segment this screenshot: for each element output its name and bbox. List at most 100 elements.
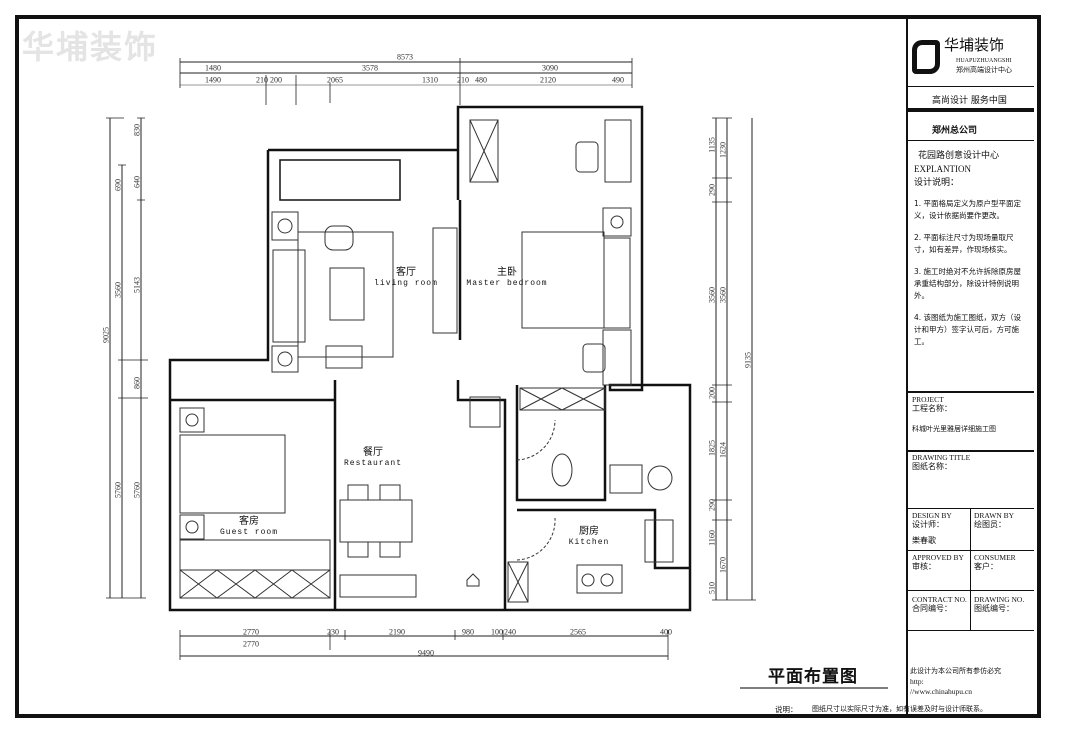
dim-left: 5760 (132, 482, 142, 498)
shoe-cabinet (339, 574, 417, 598)
tv-cabinet (432, 227, 458, 334)
dim-top: 210 (256, 75, 268, 85)
dim-bottom: 240 (504, 627, 516, 637)
drawn-by-label-en: DRAWN BY (974, 511, 1015, 520)
copyright-note: 此设计为本公司所有参仿必究 (910, 667, 1001, 675)
dim-bottom: 2565 (570, 627, 586, 637)
entrance-icon (466, 573, 480, 587)
drawing-no-label-cn: 图纸编号： (974, 604, 1014, 613)
dim-bottom: 100 (491, 627, 503, 637)
dim-right: 290 (707, 499, 717, 511)
dim-top: 1310 (422, 75, 438, 85)
plan-title: 平面布置图 (768, 667, 858, 687)
dim-bottom: 2190 (389, 627, 405, 637)
drawing-title-label-cn: 图纸名称： (912, 462, 952, 471)
dim-left: 3560 (113, 282, 123, 298)
dim-right: 1135 (707, 137, 717, 153)
wardrobe (469, 119, 499, 183)
dim-right: 3560 (707, 287, 717, 303)
guest-bed (179, 434, 286, 514)
drawing-no-label-en: DRAWING NO. (974, 595, 1025, 604)
footnote-label: 说明： (775, 705, 798, 714)
dim-top: 1490 (205, 75, 221, 85)
design-by-label-en: DESIGN BY (912, 511, 952, 520)
design-center: 花园路创意设计中心 (918, 151, 1000, 161)
consumer-label-cn: 客户： (974, 562, 998, 571)
stove (576, 564, 623, 594)
drawn-by-label-cn: 绘图员： (974, 520, 1006, 529)
approved-by-label-en: APPROVED BY (912, 553, 964, 562)
project-label-en: PROJECT (912, 395, 944, 404)
title-block: 华埔装饰 HUAPUZHUANGSHI 郑州高端设计中心 高尚设计 服务中国 郑… (906, 18, 1034, 718)
dim-top: 2120 (540, 75, 556, 85)
drawing-title-label-en: DRAWING TITLE (912, 453, 971, 462)
dim-bottom-total: 9490 (418, 648, 434, 658)
company-logo-icon (912, 40, 940, 74)
project-name: 科城叶光里雅居详细施工图 (912, 425, 996, 433)
consumer-label-en: CONSUMER (974, 553, 1016, 562)
dim-top: 480 (475, 75, 487, 85)
note: 2. 平面标注尺寸为现场量取尺寸，如有差异，作现场核实。 (914, 233, 1014, 254)
project-label-cn: 工程名称： (912, 404, 952, 413)
dim-left-total: 9025 (101, 327, 111, 343)
dim-right-total: 9135 (743, 352, 753, 368)
dim-bottom: 2770 (243, 639, 259, 649)
dim-left: 640 (132, 176, 142, 188)
headboard (603, 237, 631, 329)
dim-top: 3578 (362, 63, 378, 73)
coffee-table (329, 267, 365, 321)
explanation-en: EXPLANTION (914, 164, 971, 174)
dim-right: 3560 (718, 287, 728, 303)
dim-left: 860 (132, 377, 142, 389)
dim-bottom: 400 (660, 627, 672, 637)
slogan: 高尚设计 服务中国 (932, 96, 1007, 106)
bath-cabinet (519, 387, 606, 411)
walls (168, 105, 692, 612)
sofa (272, 249, 306, 343)
toilet (551, 453, 573, 487)
dim-left: 5143 (132, 277, 142, 293)
dim-right: 1230 (718, 142, 728, 158)
dim-bottom: 230 (327, 627, 339, 637)
dim-top: 210 (457, 75, 469, 85)
dim-bottom: 2770 (243, 627, 259, 637)
dim-top: 490 (612, 75, 624, 85)
guest-wardrobe (179, 539, 331, 571)
dim-right: 1160 (707, 530, 717, 546)
website-link[interactable]: //www.chinahupu.cn (910, 687, 972, 696)
watermark: 华埔装饰 (22, 28, 159, 66)
dim-top-total: 8573 (397, 52, 413, 62)
washing-machine (647, 465, 673, 491)
approved-by-label-cn: 审核： (912, 562, 936, 571)
dim-top: 3090 (542, 63, 558, 73)
designer-name: 樂春歌 (912, 536, 936, 545)
dim-right: 1825 (707, 440, 717, 456)
dim-left: 690 (113, 179, 123, 191)
dim-left: 5760 (113, 482, 123, 498)
explanation-cn: 设计说明： (914, 178, 960, 188)
armchair (324, 225, 354, 251)
contract-no-label-cn: 合同编号： (912, 604, 952, 613)
website-prefix: http: (910, 677, 924, 686)
dim-top: 1480 (205, 63, 221, 73)
chair (575, 141, 599, 173)
dim-right: 290 (707, 184, 717, 196)
dim-top: 200 (270, 75, 282, 85)
contract-no-label-en: CONTRACT NO. (912, 595, 967, 604)
kitchen-sink (644, 519, 674, 563)
sink (609, 464, 643, 494)
office-name: 郑州总公司 (932, 126, 978, 136)
side-table (271, 211, 299, 241)
dim-left: 830 (132, 124, 142, 136)
dim-top: 2065 (327, 75, 343, 85)
company-subtitle: 郑州高端设计中心 (956, 66, 1012, 74)
dining-table (339, 499, 413, 543)
dim-right: 1670 (718, 557, 728, 573)
dim-right: 510 (707, 582, 717, 594)
company-name: 华埔装饰 (944, 36, 1005, 54)
